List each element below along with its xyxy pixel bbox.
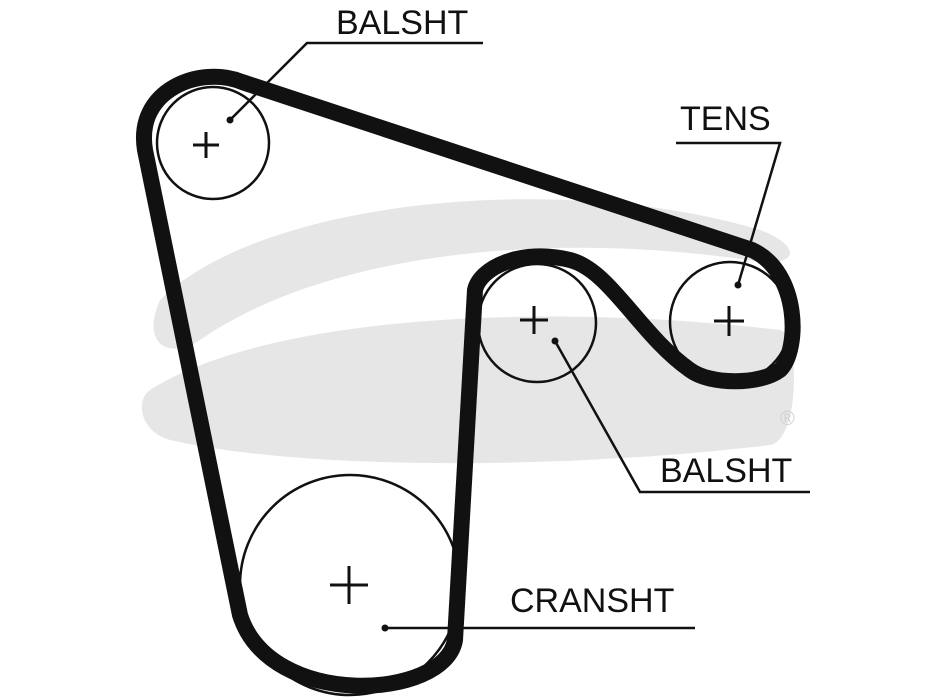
leader-dot-balsht-top xyxy=(226,116,234,124)
leader-dot-balsht-right xyxy=(551,337,559,345)
leader-dot-cransht xyxy=(381,624,389,632)
label-balsht-top: BALSHT xyxy=(336,4,468,42)
label-tens: TENS xyxy=(680,100,771,138)
label-balsht-right: BALSHT xyxy=(660,452,792,490)
leader-line-balsht-right xyxy=(553,340,810,494)
leader-line-balsht-top xyxy=(229,41,483,121)
center-mark-balsht-right xyxy=(520,306,548,334)
label-cransht: CRANSHT xyxy=(510,582,674,620)
timing-belt xyxy=(135,68,801,694)
registered-mark-icon: ® xyxy=(780,408,795,430)
center-mark-balsht-top xyxy=(193,132,219,158)
leader-line-tens xyxy=(676,141,782,286)
center-mark-tens xyxy=(714,306,744,336)
center-mark-cransht xyxy=(330,566,368,604)
watermark-swoosh xyxy=(153,199,791,349)
leader-dot-tens xyxy=(734,281,742,289)
pulley-balsht-top xyxy=(155,85,271,201)
